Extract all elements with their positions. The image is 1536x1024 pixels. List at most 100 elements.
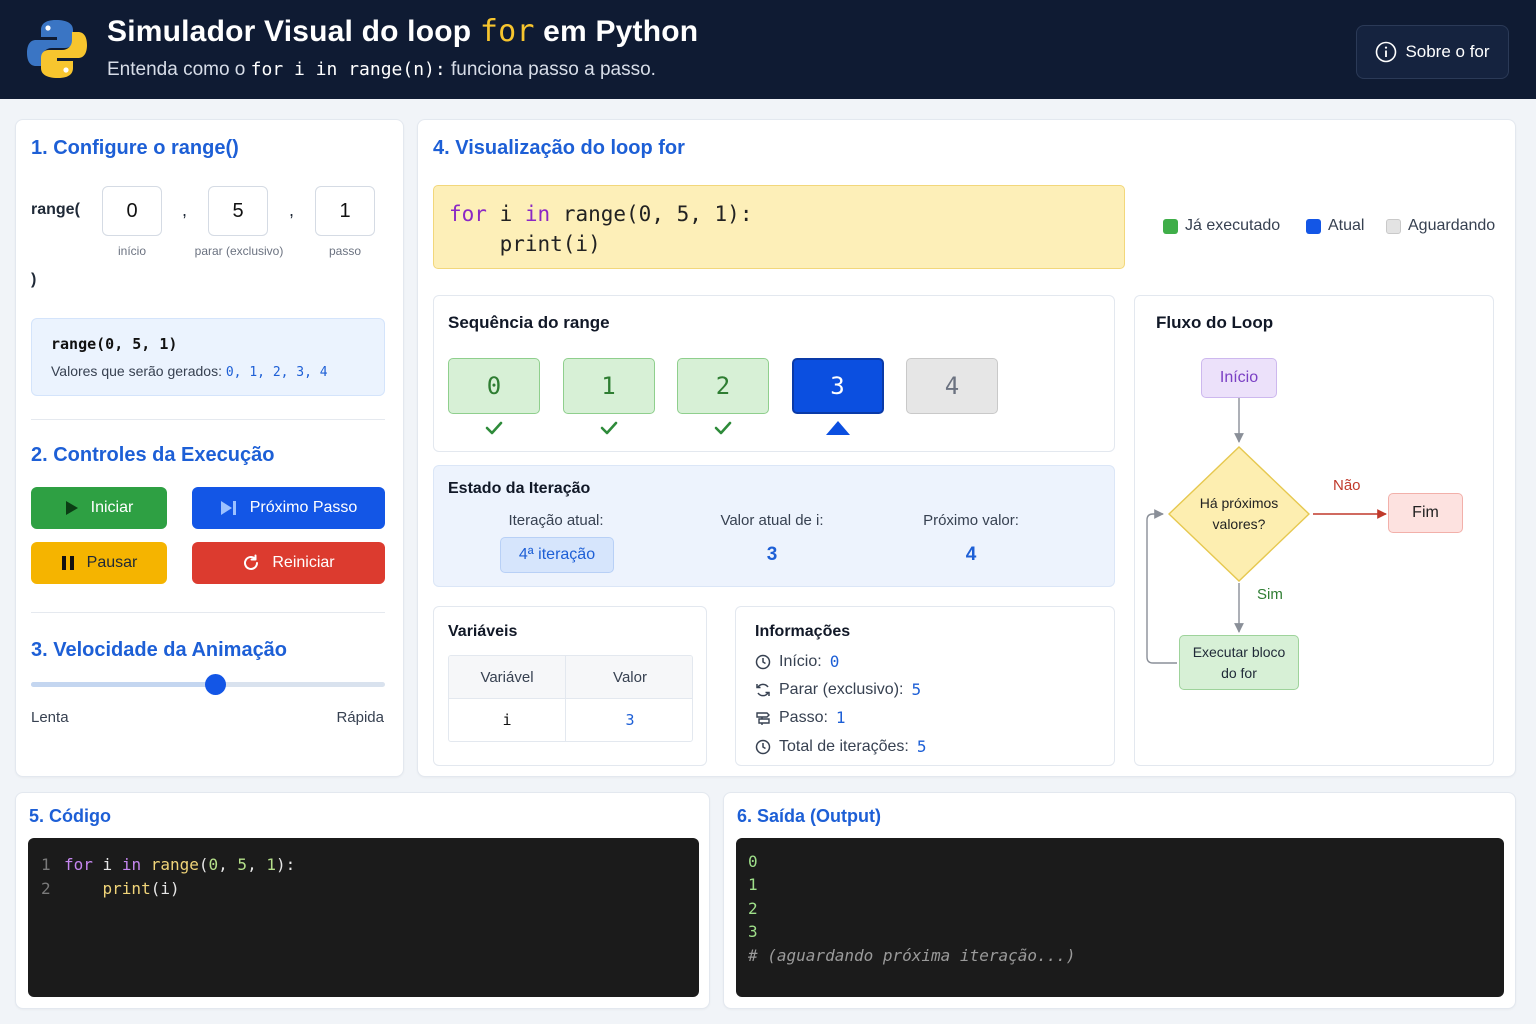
info-stop: Parar (exclusivo):5 bbox=[755, 680, 921, 699]
check-icon bbox=[714, 421, 732, 435]
stop-sync-icon bbox=[756, 683, 770, 696]
iteration-state-title: Estado da Iteração bbox=[448, 480, 591, 497]
range-start-input[interactable]: 0 bbox=[102, 186, 162, 236]
app-header: Simulador Visual do loop for em Python E… bbox=[0, 0, 1536, 99]
legend-waiting: Aguardando bbox=[1386, 217, 1495, 235]
stop-label: parar (exclusivo) bbox=[194, 244, 284, 258]
range-stop-input[interactable]: 5 bbox=[208, 186, 268, 236]
pause-button[interactable]: Pausar bbox=[31, 542, 167, 584]
info-title: Informações bbox=[755, 623, 851, 640]
clock-icon bbox=[755, 739, 771, 754]
current-value: 3 bbox=[766, 544, 778, 565]
range-summary-code: range(0, 5, 1) bbox=[51, 335, 178, 353]
python-logo-icon bbox=[27, 20, 87, 78]
page-title: Simulador Visual do loop for em Python bbox=[107, 14, 699, 49]
divider bbox=[31, 612, 385, 613]
code-panel: 5. Código 1 2 for i in range(0, 5, 1): p… bbox=[15, 792, 710, 1009]
flow-start-node: Início bbox=[1201, 358, 1277, 398]
info-total: Total de iterações:5 bbox=[755, 737, 927, 756]
speed-title: 3. Velocidade da Animação bbox=[31, 639, 288, 661]
code-line-1: for i in range(0, 5, 1): bbox=[64, 855, 296, 874]
col-divider bbox=[565, 656, 566, 741]
reset-button[interactable]: Reiniciar bbox=[192, 542, 385, 584]
diamond-decision-shape bbox=[1167, 446, 1311, 582]
sequence-item-0: 0 bbox=[448, 358, 540, 414]
output-waiting-comment: # (aguardando próxima iteração...) bbox=[748, 946, 1076, 965]
sequence-item-1: 1 bbox=[562, 358, 655, 414]
flow-no-label: Não bbox=[1333, 477, 1361, 494]
variable-name: i bbox=[502, 711, 512, 729]
variables-card: Variáveis Variável Valor i 3 bbox=[433, 606, 707, 766]
variables-col-name: Variável bbox=[480, 669, 534, 686]
legend-current-swatch bbox=[1306, 218, 1321, 234]
check-icon bbox=[485, 421, 503, 435]
legend-current: Atual bbox=[1306, 217, 1364, 235]
info-icon bbox=[1376, 41, 1397, 63]
output-line: 1 bbox=[748, 875, 758, 894]
output-title: 6. Saída (Output) bbox=[737, 806, 881, 826]
output-line: 2 bbox=[748, 899, 758, 918]
for-code-line-1: for i in range(0, 5, 1): bbox=[449, 202, 753, 226]
skip-next-icon bbox=[220, 501, 236, 515]
controls-title: 2. Controles da Execução bbox=[31, 444, 275, 466]
legend-done: Já executado bbox=[1163, 217, 1280, 235]
iteration-badge: 4ª iteração bbox=[500, 537, 614, 573]
step-label: passo bbox=[328, 244, 362, 258]
range-open-label: range( bbox=[31, 201, 80, 218]
code-editor[interactable]: 1 2 for i in range(0, 5, 1): print(i) bbox=[28, 838, 699, 997]
output-panel: 6. Saída (Output) 0 1 2 3 # (aguardando … bbox=[723, 792, 1516, 1009]
comma-separator: , bbox=[182, 200, 188, 220]
speed-slider-thumb[interactable] bbox=[205, 674, 226, 695]
start-label: início bbox=[117, 244, 146, 258]
variables-header bbox=[449, 656, 692, 699]
speed-slider-track[interactable] bbox=[31, 674, 385, 695]
info-start: Início:0 bbox=[755, 652, 839, 671]
flowchart-connectors bbox=[1146, 398, 1387, 664]
play-icon bbox=[65, 501, 78, 515]
comma-separator: , bbox=[289, 200, 295, 220]
iteration-state-card: Estado da Iteração Iteração atual: 4ª it… bbox=[433, 465, 1115, 587]
speed-slider-fill bbox=[31, 682, 215, 687]
divider bbox=[31, 419, 385, 420]
range-close-label: ) bbox=[31, 271, 37, 288]
flow-yes-label: Sim bbox=[1257, 586, 1283, 603]
speed-min-label: Lenta bbox=[31, 709, 69, 726]
next-value-label: Próximo valor: bbox=[923, 512, 1019, 529]
info-step: Passo:1 bbox=[755, 708, 846, 727]
flow-end-node: Fim bbox=[1388, 493, 1463, 533]
start-button[interactable]: Iniciar bbox=[31, 487, 167, 529]
output-line: 0 bbox=[748, 852, 758, 871]
code-title: 5. Código bbox=[29, 806, 111, 826]
line-number: 1 bbox=[41, 855, 51, 874]
pause-icon bbox=[61, 556, 74, 570]
next-value: 4 bbox=[965, 544, 977, 565]
visualization-panel: 4. Visualização do loop for for i in ran… bbox=[417, 119, 1516, 777]
speed-max-label: Rápida bbox=[336, 709, 384, 726]
variable-value: 3 bbox=[625, 711, 635, 729]
variables-col-value: Valor bbox=[613, 669, 647, 686]
arrow-loop-back bbox=[1146, 509, 1177, 664]
output-console: 0 1 2 3 # (aguardando próxima iteração..… bbox=[736, 838, 1504, 997]
config-title: 1. Configure o range() bbox=[31, 137, 239, 159]
flowchart-title: Fluxo do Loop bbox=[1156, 313, 1274, 332]
next-step-button[interactable]: Próximo Passo bbox=[192, 487, 385, 529]
variables-table: Variável Valor i 3 bbox=[448, 655, 693, 742]
line-number: 2 bbox=[41, 879, 51, 898]
legend-waiting-swatch bbox=[1386, 218, 1401, 234]
page-subtitle: Entenda como o for i in range(n): funcio… bbox=[107, 59, 656, 80]
legend-done-swatch bbox=[1163, 218, 1178, 234]
variables-title: Variáveis bbox=[448, 623, 518, 640]
refresh-icon bbox=[244, 554, 259, 570]
about-for-button[interactable]: Sobre o for bbox=[1356, 25, 1509, 79]
output-line: 3 bbox=[748, 922, 758, 941]
iteration-label: Iteração atual: bbox=[508, 512, 604, 529]
range-step-input[interactable]: 1 bbox=[315, 186, 375, 236]
for-code-line-2: print(i) bbox=[449, 232, 601, 256]
sequence-item-3: 3 bbox=[791, 358, 884, 414]
current-pointer-icon bbox=[825, 421, 850, 435]
code-line-2: print(i) bbox=[102, 879, 180, 898]
sequence-title: Sequência do range bbox=[448, 313, 610, 332]
